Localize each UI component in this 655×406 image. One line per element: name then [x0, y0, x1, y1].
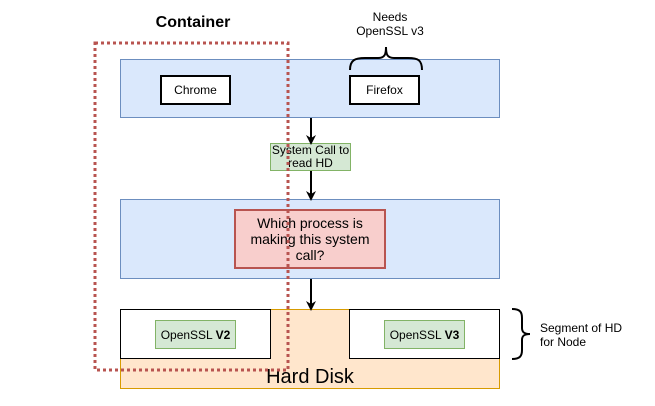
- system-call-label: System Call to read HD: [271, 143, 350, 170]
- openssl-v3-prefix: OpenSSL: [389, 327, 445, 342]
- chrome-label: Chrome: [174, 83, 217, 97]
- container-title: Container: [155, 14, 231, 31]
- segment-brace: [511, 308, 531, 360]
- openssl-v3-box: OpenSSL V3: [384, 320, 465, 349]
- openssl-v2-box: OpenSSL V2: [155, 320, 236, 349]
- process-question-box: Which process is making this system call…: [234, 209, 386, 269]
- openssl-v3-version: V3: [444, 327, 460, 342]
- needs-openssl-note: Needs OpenSSL v3: [356, 10, 424, 38]
- hard-disk-label: Hard Disk: [266, 366, 354, 388]
- segment-note: Segment of HD for Node: [540, 321, 623, 349]
- chrome-process-box: Chrome: [160, 75, 231, 105]
- process-question-label: Which process is making this system call…: [250, 215, 370, 263]
- firefox-label: Firefox: [366, 83, 403, 97]
- openssl-v2-version: V2: [215, 327, 231, 342]
- openssl-v2-prefix: OpenSSL: [160, 327, 216, 342]
- firefox-process-box: Firefox: [349, 75, 420, 105]
- system-call-box: System Call to read HD: [270, 143, 351, 171]
